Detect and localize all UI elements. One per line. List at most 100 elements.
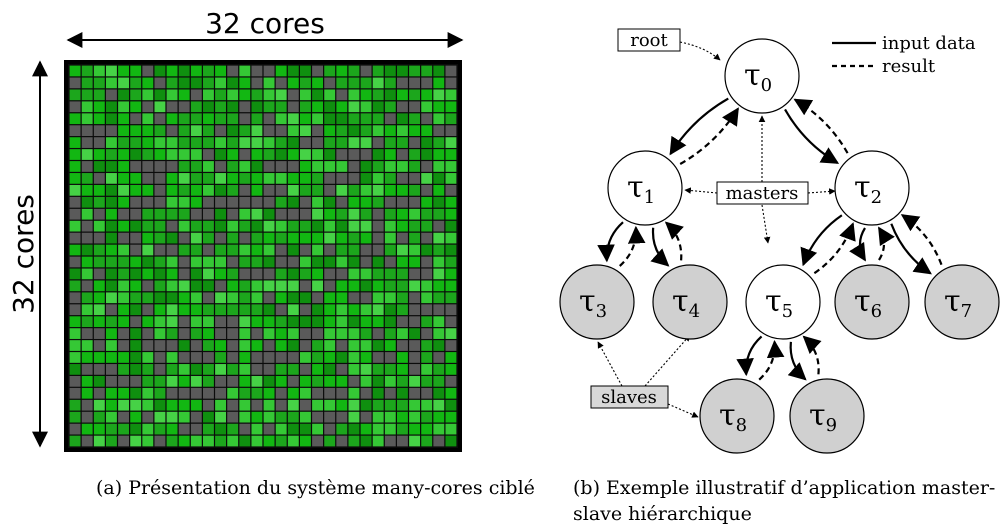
core-cell (312, 232, 324, 244)
core-cell (202, 268, 214, 280)
core-cell (396, 364, 408, 375)
masters-pointer-t1 (684, 187, 718, 194)
core-cell (384, 208, 396, 220)
core-cell (433, 244, 445, 256)
core-cell (81, 352, 93, 363)
core-cell (239, 77, 251, 89)
core-cell (202, 65, 214, 77)
core-cell (421, 196, 433, 208)
core-cell (239, 399, 251, 411)
core-cell (202, 208, 214, 220)
core-cell (178, 340, 190, 351)
core-cell (312, 89, 324, 101)
core-cell (287, 220, 299, 232)
core-cell (142, 89, 154, 101)
core-cell (251, 304, 263, 316)
core-cell (433, 280, 445, 292)
core-cell (190, 101, 202, 113)
core-cell (312, 411, 324, 423)
core-cell (336, 101, 348, 113)
core-cell (202, 423, 214, 435)
core-cell (190, 328, 202, 339)
core-cell (130, 137, 142, 148)
core-cell (81, 113, 93, 125)
core-cell (178, 399, 190, 411)
task-node-subscript: 5 (782, 301, 793, 322)
core-cell (142, 364, 154, 375)
core-cell (178, 375, 190, 387)
core-cell (93, 244, 105, 256)
core-cell (348, 244, 360, 256)
core-cell (142, 316, 154, 328)
core-cell (336, 220, 348, 232)
task-node-t3: τ3 (559, 264, 635, 340)
core-cell (105, 304, 117, 316)
core-cell (409, 256, 421, 268)
core-cell (130, 184, 142, 196)
core-cell (166, 399, 178, 411)
core-cell (421, 184, 433, 196)
core-cell (445, 125, 457, 137)
core-cell (142, 77, 154, 89)
core-cell (251, 423, 263, 435)
core-cell (190, 268, 202, 280)
core-cell (118, 220, 130, 232)
core-cell (69, 101, 81, 113)
core-cell (360, 208, 372, 220)
core-cell (178, 113, 190, 125)
task-node-circle (924, 264, 1000, 340)
core-cell (105, 375, 117, 387)
core-cell (93, 137, 105, 148)
core-cell (142, 435, 154, 447)
core-cell (93, 364, 105, 375)
core-cell (348, 364, 360, 375)
core-cell (263, 113, 275, 125)
core-cell (215, 364, 227, 375)
core-cell (287, 196, 299, 208)
core-cell (142, 149, 154, 160)
core-cell (336, 137, 348, 148)
core-cell (154, 292, 166, 304)
core-cell (81, 375, 93, 387)
core-cell (396, 208, 408, 220)
core-cell (324, 113, 336, 125)
core-cell (215, 423, 227, 435)
core-cell (275, 268, 287, 280)
core-cell (433, 89, 445, 101)
core-cell (142, 244, 154, 256)
core-cell (263, 280, 275, 292)
core-cell (396, 292, 408, 304)
core-cell (81, 364, 93, 375)
core-cell (215, 161, 227, 172)
core-cell (336, 292, 348, 304)
core-cell (154, 65, 166, 77)
core-cell (93, 292, 105, 304)
core-cell (324, 364, 336, 375)
core-cell (166, 340, 178, 351)
legend-input-label: input data (882, 33, 976, 54)
core-cell (142, 387, 154, 399)
core-cell (312, 65, 324, 77)
core-cell (372, 137, 384, 148)
core-cell (287, 173, 299, 184)
core-cell (396, 196, 408, 208)
core-cell (433, 411, 445, 423)
core-cell (190, 352, 202, 363)
result-arrow (878, 226, 895, 261)
core-cell (384, 173, 396, 184)
core-cell (275, 375, 287, 387)
core-cell (227, 256, 239, 268)
core-cell (154, 101, 166, 113)
core-cell (202, 220, 214, 232)
core-cell (118, 244, 130, 256)
core-cell (178, 304, 190, 316)
input-data-arrow (800, 214, 843, 267)
core-cell (130, 268, 142, 280)
core-cell (215, 340, 227, 351)
core-cell (251, 161, 263, 172)
core-cell (336, 196, 348, 208)
core-cell (215, 352, 227, 363)
core-cell (360, 125, 372, 137)
core-cell (202, 280, 214, 292)
core-cell (372, 196, 384, 208)
